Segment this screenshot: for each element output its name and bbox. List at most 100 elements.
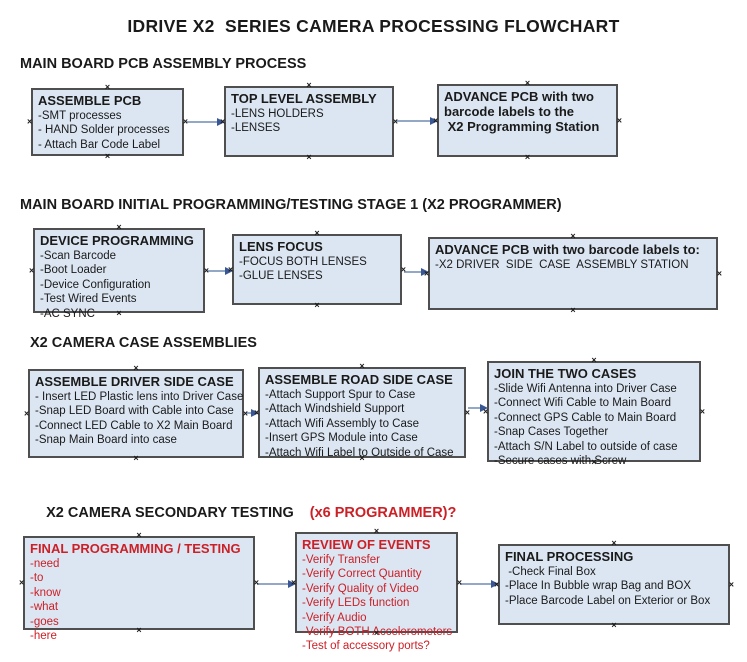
box-lines: -need -to-know -what-goes -here — [30, 557, 249, 643]
box-lines: -X2 DRIVER SIDE CASE ASSEMBLY STATION — [435, 258, 712, 272]
box-line: -know — [30, 586, 61, 599]
box-join-the-two-cases: × × × × JOIN THE TWO CASES -Slide Wifi A… — [483, 356, 705, 468]
box-advance-pcb-programming-station: × × × × ADVANCE PCB with two barcode lab… — [433, 79, 622, 162]
box-lines: -Attach Support Spur to Case-Attach Wind… — [265, 388, 460, 460]
section-heading-case-assemblies: X2 CAMERA CASE ASSEMBLIES — [30, 335, 257, 351]
handle-x-icon: × — [716, 268, 722, 278]
box-lens-focus: × × × × LENS FOCUS -FOCUS BOTH LENSES-GL… — [228, 229, 406, 310]
handle-x-icon: × — [591, 457, 597, 467]
handle-x-icon: × — [611, 620, 617, 630]
box-line: -Boot Loader — [40, 264, 107, 277]
arrow-line — [186, 121, 219, 123]
handle-x-icon: × — [136, 530, 142, 540]
page-title: IDRIVE X2 SERIES CAMERA PROCESSING FLOWC… — [127, 16, 620, 36]
arrow-head-icon — [251, 409, 259, 417]
box-line: -Attach Wifi Assembly to Case — [265, 417, 420, 430]
arrow-line — [257, 583, 290, 585]
handle-x-icon: × — [104, 151, 111, 161]
arrow-head-icon — [421, 268, 429, 276]
handle-x-icon: × — [373, 526, 380, 536]
handle-x-icon: × — [494, 579, 500, 589]
box-lines: -Verify Transfer-Verify Correct Quantity… — [302, 553, 452, 654]
box-title: ASSEMBLE PCB — [38, 93, 142, 108]
box-line: -Device Configuration — [40, 278, 151, 291]
box-assemble-pcb: × × × × ASSEMBLE PCB -SMT processes- HAN… — [27, 83, 188, 161]
box-lines: - Insert LED Plastic lens into Driver Ca… — [35, 390, 243, 448]
arrow-line — [468, 407, 482, 409]
handle-x-icon: × — [456, 577, 462, 587]
box-line: -LENS HOLDERS — [231, 108, 324, 120]
handle-x-icon: × — [116, 222, 122, 232]
arrow-head-icon — [491, 580, 499, 588]
box-line: -Insert GPS Module into Case — [265, 432, 418, 445]
box-lines: -FOCUS BOTH LENSES-GLUE LENSES — [239, 255, 396, 284]
arrow-line — [246, 412, 253, 414]
section-heading-black-part: X2 CAMERA SECONDARY TESTING — [46, 505, 294, 521]
box-title: JOIN THE TWO CASES — [494, 366, 637, 381]
handle-x-icon: × — [616, 115, 622, 125]
box-top-level-assembly: × × × × TOP LEVEL ASSEMBLY -LENS HOLDERS… — [220, 81, 398, 162]
box-title: LENS FOCUS — [239, 239, 323, 254]
box-lines: -Scan Barcode -Boot Loader-Device Configu… — [40, 249, 199, 321]
box-line: -Snap Cases Together — [494, 426, 609, 439]
arrow-line — [396, 120, 432, 122]
handle-x-icon: × — [611, 538, 617, 548]
box-line: -Place In Bubble wrap Bag and BOX — [505, 580, 692, 593]
handle-x-icon: × — [359, 361, 365, 371]
box-advance-pcb-driver-side-station: × × × × ADVANCE PCB with two barcode lab… — [424, 232, 722, 315]
box-title: FINAL PROGRAMMING / TESTING — [30, 541, 241, 556]
box-line: -Verify BOTH Accelerometers — [302, 626, 453, 639]
box-line: -Scan Barcode — [40, 250, 117, 262]
handle-x-icon: × — [591, 355, 597, 365]
box-line: -Snap LED Board with Cable into Case — [35, 405, 234, 418]
box-title: ADVANCE PCB with two barcode labels to: — [435, 242, 700, 257]
box-line: -X2 DRIVER SIDE CASE ASSEMBLY STATION — [435, 259, 689, 271]
handle-x-icon: × — [728, 579, 734, 589]
box-line: -GLUE LENSES — [239, 270, 323, 283]
box-assemble-driver-side-case: × × × × ASSEMBLE DRIVER SIDE CASE - Inse… — [24, 364, 248, 463]
box-device-programming: × × × × DEVICE PROGRAMMING -Scan Barcode… — [29, 223, 209, 320]
handle-x-icon: × — [400, 264, 406, 274]
arrow-head-icon — [288, 580, 296, 588]
box-title: FINAL PROCESSING — [505, 549, 634, 564]
box-line: -what — [30, 601, 59, 614]
handle-x-icon: × — [699, 406, 705, 416]
box-review-of-events: × × × × REVIEW OF EVENTS -Verify Transfe… — [291, 527, 462, 653]
handle-x-icon: × — [203, 265, 209, 275]
box-line: -Verify Quality of Video — [302, 582, 419, 595]
box-title: REVIEW OF EVENTS — [302, 537, 431, 552]
box-title: ADVANCE PCB with two barcode labels to t… — [444, 89, 600, 134]
box-line: -Verify Transfer — [302, 554, 380, 566]
handle-x-icon: × — [220, 116, 226, 126]
box-line: -to — [30, 572, 44, 585]
box-line: -SMT processes — [38, 110, 122, 122]
box-final-processing: × × × × FINAL PROCESSING -Check Final Bo… — [494, 539, 734, 630]
handle-x-icon: × — [27, 116, 33, 127]
handle-x-icon: × — [133, 453, 139, 463]
handle-x-icon: × — [228, 264, 234, 274]
arrow-line — [207, 270, 227, 272]
box-line: -Attach Support Spur to Case — [265, 389, 416, 401]
box-line: -Verify LEDs function — [302, 597, 410, 610]
box-line: -Check Final Box — [505, 566, 596, 578]
handle-x-icon: × — [524, 152, 531, 162]
box-line: -here — [30, 630, 57, 643]
arrow-head-icon — [225, 267, 233, 275]
box-title: TOP LEVEL ASSEMBLY — [231, 91, 377, 106]
box-lines: -SMT processes- HAND Solder processes- A… — [38, 109, 178, 152]
handle-x-icon: × — [29, 265, 35, 275]
box-line: -goes — [30, 615, 59, 628]
handle-x-icon: × — [392, 116, 398, 126]
handle-x-icon: × — [373, 628, 380, 638]
box-title: ASSEMBLE DRIVER SIDE CASE — [35, 374, 234, 389]
box-title: ASSEMBLE ROAD SIDE CASE — [265, 372, 453, 387]
box-line: -need — [30, 558, 60, 570]
box-lines: -Slide Wifi Antenna into Driver Case-Con… — [494, 382, 695, 468]
box-line: -Attach Wifi Label to Outside of Case — [265, 446, 454, 459]
handle-x-icon: × — [116, 308, 122, 318]
handle-x-icon: × — [314, 228, 320, 238]
handle-x-icon: × — [524, 78, 531, 88]
handle-x-icon: × — [104, 82, 111, 92]
box-final-programming-testing: × × × × FINAL PROGRAMMING / TESTING -nee… — [19, 531, 259, 643]
